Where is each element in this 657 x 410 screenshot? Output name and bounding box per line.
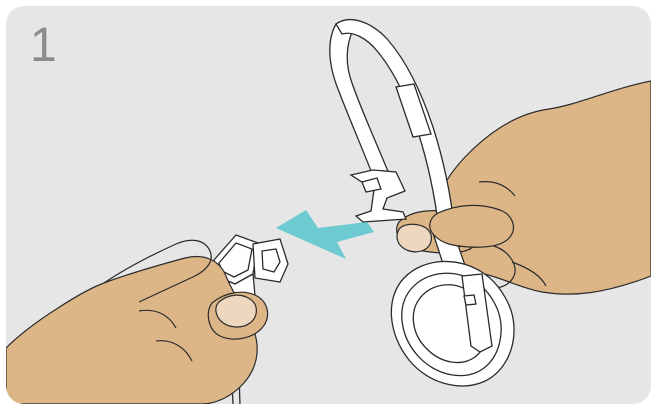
headset-illustration — [6, 6, 651, 404]
right-thumb — [430, 205, 514, 247]
step-number: 1 — [30, 22, 57, 70]
illustration-panel: 1 — [6, 6, 651, 404]
